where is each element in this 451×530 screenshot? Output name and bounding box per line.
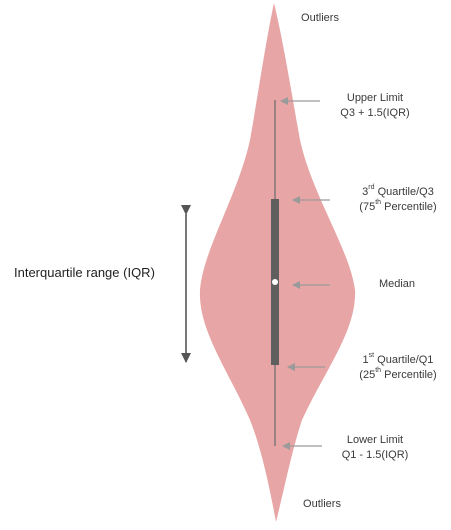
q3-line2-pre: (75 [359, 201, 376, 213]
median-label: Median [378, 278, 416, 290]
outliers-bottom-label: Outliers [303, 498, 341, 510]
q3-line1-sup: rd [368, 184, 375, 192]
q3-label: 3rd Quartile/Q3 (75th Percentile) [345, 184, 451, 215]
q3-line2-sup: th [375, 199, 382, 207]
q3-line1: 3rd Quartile/Q3 [345, 184, 451, 200]
q1-line1: 1st Quartile/Q1 [345, 352, 451, 368]
q3-line2-post: Percentile) [381, 201, 437, 213]
upper-limit-label: Upper Limit Q3 + 1.5(IQR) [330, 91, 420, 121]
q3-line2: (75th Percentile) [345, 199, 451, 215]
lower-limit-line1: Lower Limit [346, 434, 404, 446]
lower-limit-label: Lower Limit Q1 - 1.5(IQR) [330, 433, 420, 463]
q1-line1-sup: st [368, 352, 375, 360]
q1-line2-pre: (25 [359, 369, 376, 381]
q1-line2: (25th Percentile) [345, 367, 451, 383]
upper-limit-line1: Upper Limit [346, 92, 404, 104]
q1-line1-post: Quartile/Q1 [374, 354, 434, 366]
q3-line1-post: Quartile/Q3 [374, 186, 434, 198]
q3-line1-pre: 3 [362, 186, 369, 198]
median-dot [272, 279, 278, 285]
q1-label: 1st Quartile/Q1 (25th Percentile) [345, 352, 451, 383]
iqr-label: Interquartile range (IQR) [14, 265, 155, 280]
q1-line2-sup: th [375, 367, 382, 375]
lower-limit-line2: Q1 - 1.5(IQR) [341, 449, 409, 461]
outliers-top-label: Outliers [301, 12, 339, 24]
q1-line2-post: Percentile) [381, 369, 437, 381]
q1-line1-pre: 1 [362, 354, 369, 366]
upper-limit-line2: Q3 + 1.5(IQR) [340, 107, 410, 119]
